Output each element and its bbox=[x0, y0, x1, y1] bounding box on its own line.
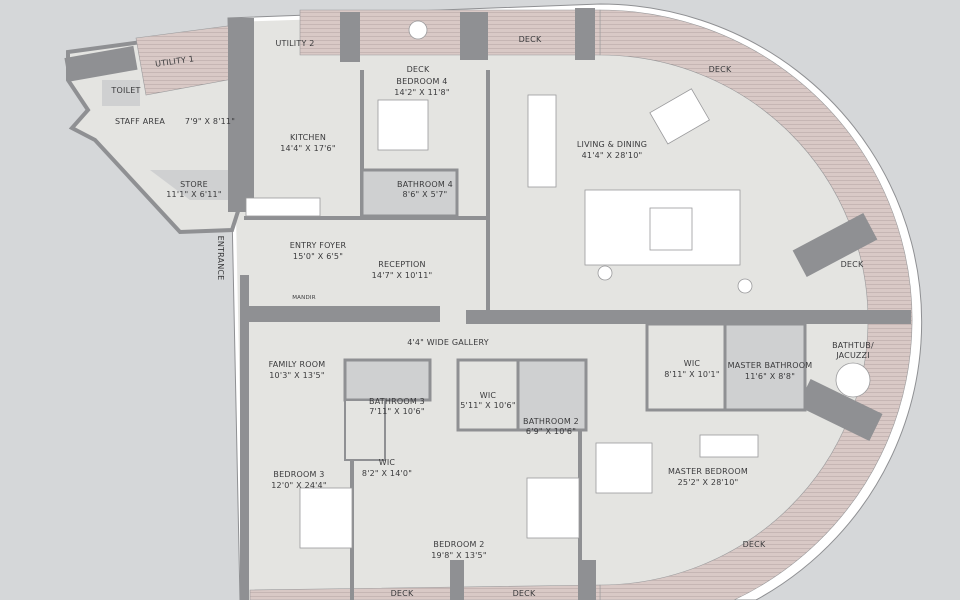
label-mandir: MANDIR bbox=[292, 295, 316, 301]
deck-ring bbox=[249, 8, 913, 600]
label-living-dining-dims: 41'4" X 28'10" bbox=[582, 151, 643, 160]
label-bedroom-2-dims: 19'8" X 13'5" bbox=[431, 551, 486, 560]
label-bedroom-3: BEDROOM 3 bbox=[273, 470, 324, 479]
label-deck: DECK bbox=[407, 65, 430, 74]
label-deck: DECK bbox=[513, 589, 536, 598]
label-reception-dims: 14'7" X 10'11" bbox=[372, 271, 433, 280]
walls bbox=[228, 18, 911, 600]
label-gallery: 4'4" WIDE GALLERY bbox=[407, 338, 489, 347]
label-store-dims: 11'1" X 6'11" bbox=[166, 190, 221, 199]
label-deck: DECK bbox=[519, 35, 542, 44]
label-family-room: FAMILY ROOM bbox=[269, 360, 326, 369]
label-kitchen-dims: 14'4" X 17'6" bbox=[280, 144, 335, 153]
label-entry-foyer-dims: 15'0" X 6'5" bbox=[293, 252, 343, 261]
label-bathroom-4-dims: 8'6" X 5'7" bbox=[403, 190, 448, 199]
label-master-bathroom: MASTER BATHROOM bbox=[728, 361, 813, 370]
label-utility-2: UTILITY 2 bbox=[275, 39, 314, 48]
label-deck: DECK bbox=[743, 540, 766, 549]
label-bedroom-3-dims: 12'0" X 24'4" bbox=[271, 481, 326, 490]
label-bedroom-4: BEDROOM 4 bbox=[396, 77, 447, 86]
label-master-bathroom-dims: 11'6" X 8'8" bbox=[745, 372, 795, 381]
label-reception: RECEPTION bbox=[378, 260, 425, 269]
label-master-bedroom-dims: 25'2" X 28'10" bbox=[678, 478, 739, 487]
label-bathroom-2: BATHROOM 2 bbox=[523, 417, 579, 426]
label-bedroom-4-dims: 14'2" X 11'8" bbox=[394, 88, 449, 97]
label-store: STORE bbox=[180, 180, 208, 189]
furniture bbox=[245, 20, 871, 549]
label-wic-master-dims: 8'11" X 10'1" bbox=[664, 370, 719, 379]
label-toilet: TOILET bbox=[110, 86, 140, 95]
label-wic-bedroom-2: WIC bbox=[480, 391, 497, 400]
label-kitchen: KITCHEN bbox=[290, 133, 326, 142]
label-living-dining: LIVING & DINING bbox=[577, 140, 647, 149]
label-wic-master: WIC bbox=[684, 359, 701, 368]
label-family-room-dims: 10'3" X 13'5" bbox=[269, 371, 324, 380]
label-wic-bedroom-3: WIC bbox=[379, 458, 396, 467]
label-entrance: ENTRANCE bbox=[216, 236, 225, 281]
label-entry-foyer: ENTRY FOYER bbox=[290, 241, 347, 250]
label-bathroom-2-dims: 6'9" X 10'6" bbox=[526, 427, 576, 436]
label-bathroom-4: BATHROOM 4 bbox=[397, 180, 453, 189]
label-wic-bedroom-3-dims: 8'2" X 14'0" bbox=[362, 469, 412, 478]
label-deck: DECK bbox=[841, 260, 864, 269]
room-labels: UTILITY 1 UTILITY 2 TOILET STAFF AREA 7'… bbox=[110, 35, 874, 598]
label-bedroom-2: BEDROOM 2 bbox=[433, 540, 484, 549]
label-bathroom-3: BATHROOM 3 bbox=[369, 397, 425, 406]
label-wic-bedroom-2-dims: 5'11" X 10'6" bbox=[460, 401, 515, 410]
label-staff-area: STAFF AREA bbox=[115, 117, 165, 126]
label-deck: DECK bbox=[709, 65, 732, 74]
label-bathtub: BATHTUB/ bbox=[832, 341, 874, 350]
label-jacuzzi: JACUZZI bbox=[835, 351, 870, 360]
staff-wing bbox=[64, 25, 243, 235]
label-master-bedroom: MASTER BEDROOM bbox=[668, 467, 748, 476]
label-staff-room-dims: 7'9" X 8'11" bbox=[185, 117, 235, 126]
label-deck: DECK bbox=[391, 589, 414, 598]
label-bathroom-3-dims: 7'11" X 10'6" bbox=[369, 407, 424, 416]
